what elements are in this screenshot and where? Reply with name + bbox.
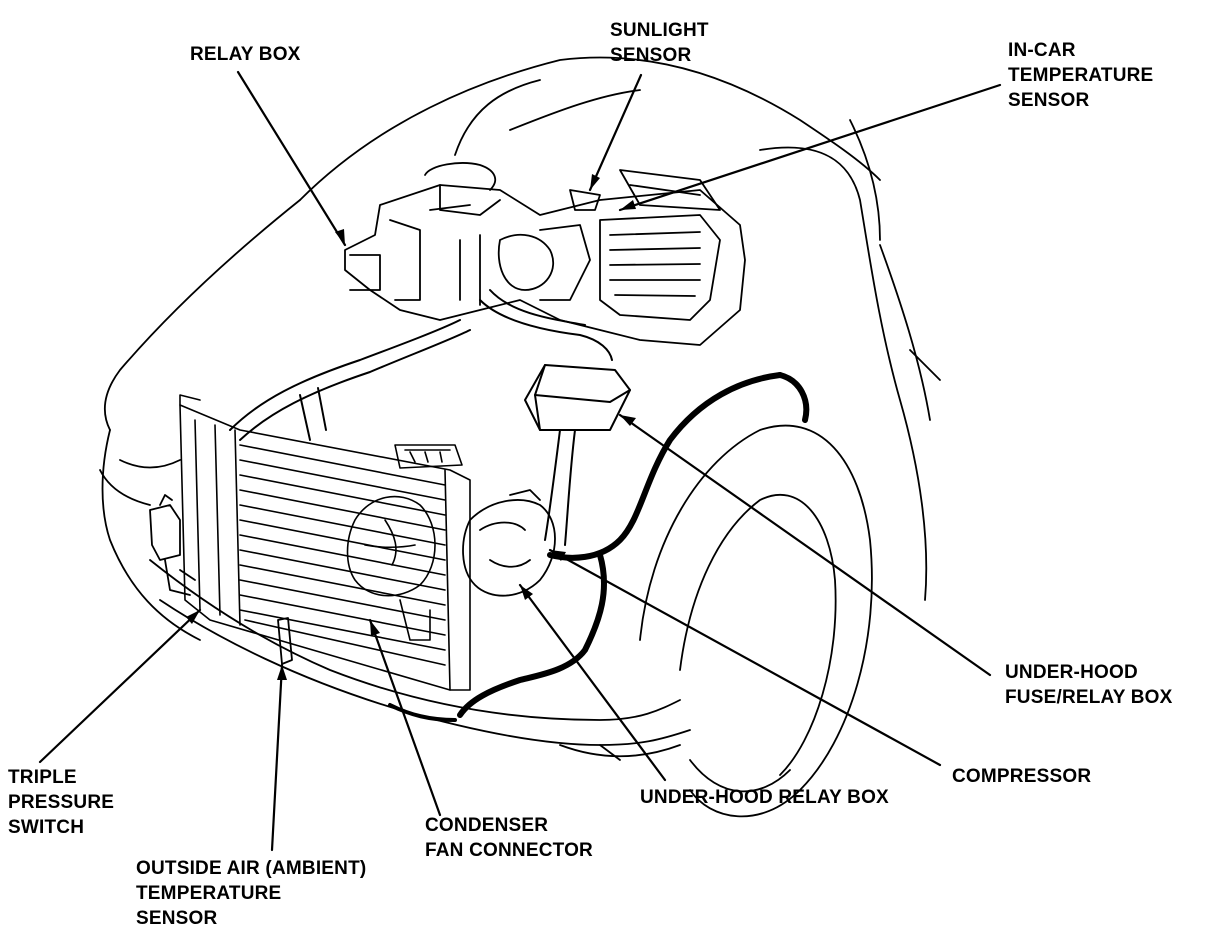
label-triple-pressure-switch: TRIPLE PRESSURE SWITCH: [8, 767, 115, 838]
compressor: [462, 489, 556, 597]
label-compressor: COMPRESSOR: [952, 766, 1092, 787]
leader-arrowheads: [186, 174, 636, 680]
ambient-sensor-part: [277, 617, 293, 665]
label-under-hood-fuse-relay-box: UNDER-HOOD FUSE/RELAY BOX: [1005, 662, 1173, 708]
label-condenser-fan-connector: CONDENSER FAN CONNECTOR: [425, 815, 593, 861]
label-in-car-temperature-sensor: IN-CAR TEMPERATURE SENSOR: [1008, 40, 1154, 111]
hvac-unit: [344, 162, 746, 346]
ac-lines: [229, 289, 810, 722]
leader-lines: [38, 70, 1002, 852]
condenser: [179, 394, 471, 691]
label-under-hood-relay-box: UNDER-HOOD RELAY BOX: [640, 787, 889, 808]
label-sunlight-sensor: SUNLIGHT SENSOR: [610, 20, 709, 66]
fuse-relay-box: [524, 364, 631, 431]
car-body-outline: [99, 56, 941, 818]
label-outside-air-temperature-sensor: OUTSIDE AIR (AMBIENT) TEMPERATURE SENSOR: [136, 858, 367, 929]
label-relay-box: RELAY BOX: [190, 44, 301, 65]
triple-pressure-switch-part: [149, 494, 196, 596]
